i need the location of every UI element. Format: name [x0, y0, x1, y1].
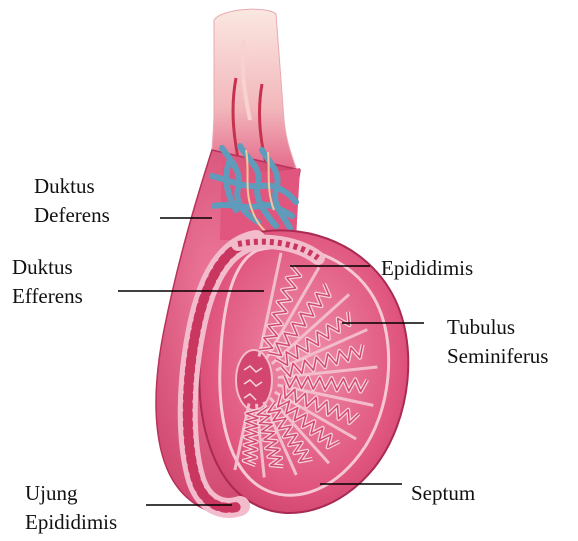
label-duktus-deferens-line2: Deferens	[34, 201, 110, 230]
label-epididimis: Epididimis	[381, 254, 473, 283]
label-duktus-deferens-line1: Duktus	[34, 172, 110, 201]
label-tubulus-seminiferus-line1: Tubulus	[447, 313, 548, 342]
label-ujung-epididimis-line2: Epididimis	[25, 508, 117, 537]
label-ujung-epididimis-line1: Ujung	[25, 479, 117, 508]
label-tubulus-seminiferus: Tubulus Seminiferus	[447, 313, 548, 371]
label-ujung-epididimis: Ujung Epididimis	[25, 479, 117, 537]
label-duktus-efferens: Duktus Efferens	[12, 253, 83, 311]
label-duktus-efferens-line1: Duktus	[12, 253, 83, 282]
label-duktus-deferens: Duktus Deferens	[34, 172, 110, 230]
label-septum: Septum	[411, 479, 475, 508]
label-tubulus-seminiferus-line2: Seminiferus	[447, 342, 548, 371]
label-duktus-efferens-line2: Efferens	[12, 282, 83, 311]
